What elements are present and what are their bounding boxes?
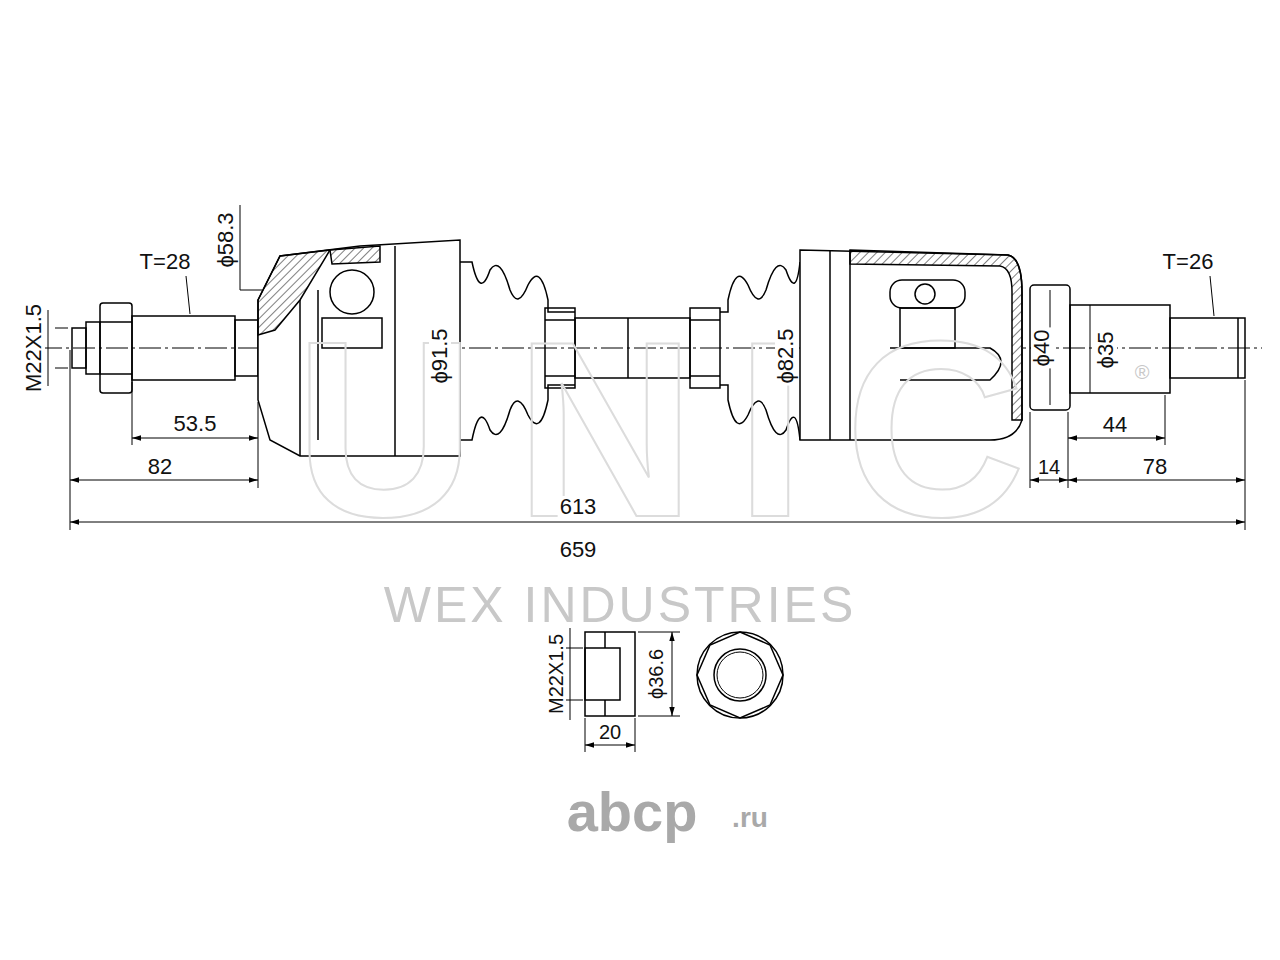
diameter-dim: ϕ91.5	[429, 326, 451, 385]
logo-suffix: .ru	[732, 804, 768, 832]
thread-label: T=26	[1161, 251, 1216, 273]
length-dim: 659	[558, 539, 599, 561]
length-dim: 82	[146, 456, 174, 478]
length-dim: 78	[1141, 456, 1169, 478]
length-dim: 613	[558, 496, 599, 518]
length-dim: 53.5	[172, 413, 219, 435]
logo-text: abcp	[567, 784, 698, 840]
diameter-dim: ϕ40	[1031, 328, 1053, 369]
watermark-mark: ®	[1135, 362, 1150, 382]
diameter-dim: ϕ35	[1095, 330, 1117, 371]
thread-dim: M22X1.5	[546, 632, 566, 716]
diameter-dim: ϕ82.5	[775, 326, 797, 385]
length-dim: 44	[1101, 414, 1129, 436]
length-dim: 14	[1036, 457, 1062, 477]
thread-label: T=28	[138, 251, 193, 273]
diameter-dim: ϕ58.3	[215, 210, 237, 269]
diameter-dim: ϕ36.6	[646, 647, 666, 701]
thread-dim: M22X1.5	[23, 302, 45, 394]
watermark: UNIC	[294, 305, 1065, 555]
length-dim: 20	[597, 722, 623, 742]
watermark: WEX INDUSTRIES	[384, 580, 857, 630]
